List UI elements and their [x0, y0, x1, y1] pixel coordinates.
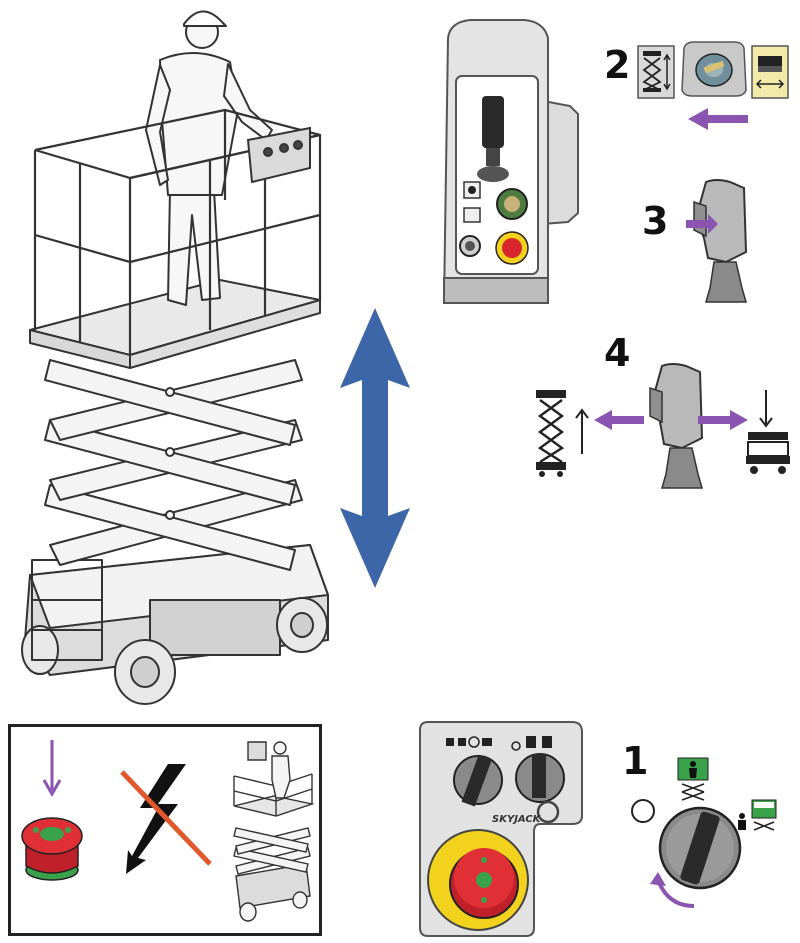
- mode-key-switch-icon: [658, 806, 742, 890]
- scissor-lift-illustration: [21, 10, 329, 705]
- dial-selector-icon: [681, 41, 747, 97]
- key-switch-panel: SKYJACK: [419, 721, 583, 937]
- drive-mode-icon: [751, 45, 789, 99]
- ground-mode-icon: [738, 799, 777, 831]
- counter-clockwise-rotate-arrow-icon: [650, 872, 695, 908]
- lift-mode-icon: [637, 45, 675, 99]
- joystick-trigger-icon: [686, 179, 748, 303]
- lift-down-icon: [746, 390, 790, 474]
- brand-logo: SKYJACK: [492, 814, 542, 825]
- step-3-number: 3: [642, 199, 669, 243]
- lift-with-operator-small-icon: [233, 741, 315, 922]
- platform-control-box-closeup: [442, 19, 579, 304]
- operator-figure: [145, 10, 273, 306]
- joystick-icon: [649, 363, 704, 489]
- left-arrow-icon: [688, 108, 748, 130]
- press-down-arrow-icon: [42, 740, 62, 798]
- off-position-icon: [631, 799, 655, 823]
- double-headed-vertical-arrow-icon: [340, 308, 410, 588]
- emergency-stop-button-icon: [21, 817, 83, 881]
- step-2-number: 2: [604, 43, 631, 87]
- mode-key-switch-icon: [453, 754, 503, 807]
- joystick-icon: [477, 96, 509, 182]
- scissor-stack: [44, 359, 303, 571]
- left-arrow-purple-icon: [594, 410, 644, 430]
- no-electrical-power-icon: [120, 764, 212, 874]
- platform-guardrails: [33, 108, 322, 355]
- control-select-key-switch-icon: [515, 753, 565, 824]
- platform-control-box: [246, 126, 311, 184]
- platform-mode-icon: [677, 757, 709, 801]
- right-arrow-purple-icon: [698, 410, 748, 430]
- lift-chassis: [21, 544, 329, 705]
- lift-up-icon: [536, 390, 589, 477]
- safety-instruction-box: [8, 724, 322, 936]
- step-1-number: 1: [622, 739, 649, 783]
- step-4-number: 4: [604, 331, 631, 375]
